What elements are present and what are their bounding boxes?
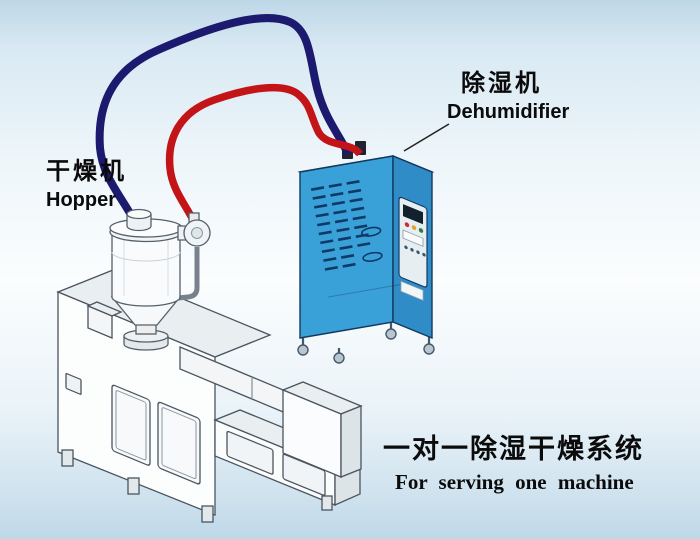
dehumidifier-control-panel	[398, 196, 428, 301]
extruder-feet	[61, 449, 333, 523]
return-hose-navy	[95, 14, 352, 230]
system-caption-en: For serving one machine	[395, 470, 634, 495]
blower-down-pipe	[167, 247, 200, 302]
extruder-base-panels	[226, 430, 326, 496]
hopper-body	[111, 234, 181, 307]
extruder-machine	[56, 269, 363, 523]
indicator-light-green	[418, 228, 424, 233]
indicator-light-red	[404, 222, 410, 228]
extruder-head-side	[340, 405, 362, 478]
dryer-label: 干燥机 Hopper	[46, 158, 127, 212]
dryer-label-en: Hopper	[46, 188, 116, 211]
extruder-door-panels	[65, 372, 201, 485]
hopper-dryer	[109, 208, 211, 351]
extruder-motor-front	[87, 305, 113, 339]
dehumidifier-vent-grid	[310, 180, 409, 298]
control-panel-display	[403, 204, 423, 225]
control-panel-sticker	[400, 280, 424, 301]
dehumidifier-oval-vent-1	[361, 226, 382, 237]
indicator-light-amber	[411, 225, 417, 230]
dehumidifier-oval-vent-2	[362, 251, 383, 262]
dehumidifier-leader-line	[403, 123, 450, 152]
system-caption: 一对一除湿干燥系统 For serving one machine	[383, 434, 644, 494]
system-caption-cn: 一对一除湿干燥系统	[383, 434, 644, 464]
supply-hose-red	[165, 83, 363, 224]
dehumidifier-label-cn: 除湿机	[461, 70, 542, 97]
dehumidifier-label-en: Dehumidifier	[447, 100, 570, 123]
dryer-label-cn: 干燥机	[46, 158, 127, 185]
dehumidifier-label: 除湿机 Dehumidifier	[447, 70, 569, 124]
dehumidifier-machine	[297, 141, 435, 364]
